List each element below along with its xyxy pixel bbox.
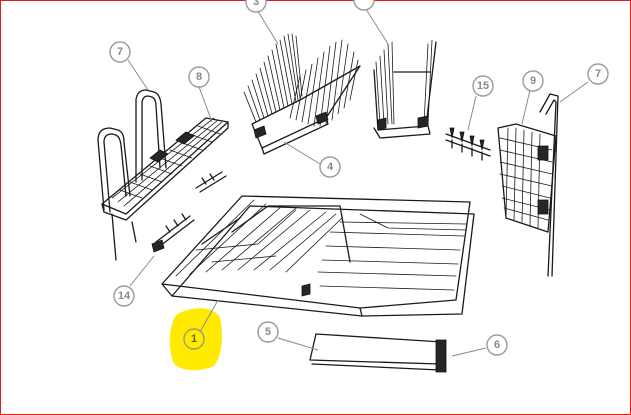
part-clips-14: [151, 171, 227, 253]
leader-lines: [127, 5, 589, 357]
part-plate-rack: [243, 33, 361, 155]
callout-6: 6: [486, 334, 508, 356]
part-main-basket: [161, 195, 475, 317]
callout-8-label: 8: [196, 71, 202, 83]
callout-4-label: 4: [327, 161, 334, 173]
callout-9-label: 9: [530, 75, 536, 87]
callout-15-label: 15: [477, 80, 489, 92]
callout-9: 9: [522, 70, 544, 92]
callout-7-left-label: 7: [117, 46, 123, 58]
callout-4: 4: [319, 156, 341, 178]
callout-1: 1: [183, 328, 205, 350]
callout-14: 14: [113, 285, 135, 307]
callout-3-label: 3: [253, 0, 259, 8]
callout-top-right: [353, 0, 375, 11]
callout-7-right-label: 7: [595, 68, 601, 80]
callout-1-label: 1: [191, 333, 197, 345]
callout-8: 8: [188, 66, 210, 88]
callout-14-label: 14: [118, 290, 131, 302]
callout-7-left: 7: [109, 41, 131, 63]
callout-3: 3: [245, 0, 267, 13]
callout-7-right: 7: [587, 63, 609, 85]
part-upright-rack: [373, 39, 437, 139]
callout-5-label: 5: [265, 326, 271, 338]
part-bar-5-6: [309, 333, 447, 373]
part-clips-15: [445, 127, 491, 161]
part-right-tine-rack: [497, 93, 559, 277]
callout-6-label: 6: [494, 339, 500, 351]
callout-15: 15: [472, 75, 494, 97]
part-left-tine-rack: [97, 89, 229, 261]
callout-5: 5: [257, 321, 279, 343]
